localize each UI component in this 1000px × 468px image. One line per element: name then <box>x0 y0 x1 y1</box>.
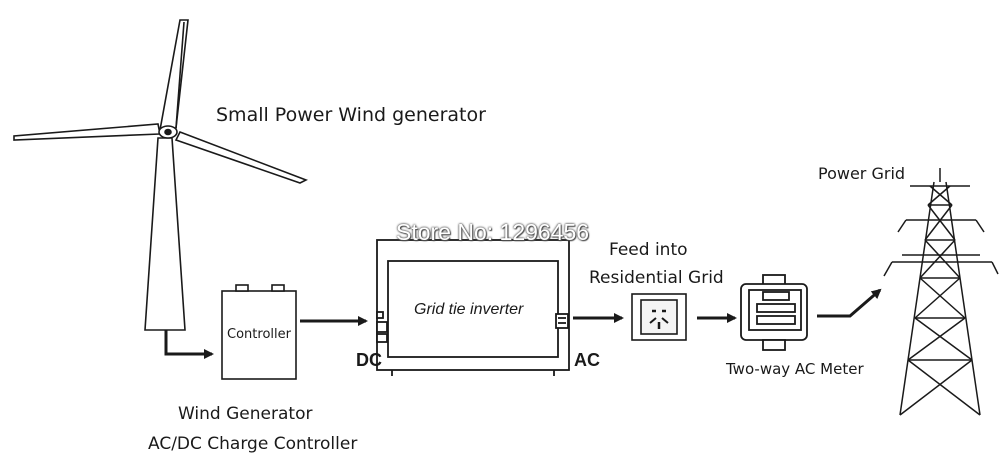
wind-generator-caption-line1: Wind Generator <box>178 404 313 424</box>
store-watermark: Store No: 1296456 <box>396 219 590 245</box>
arrow-meter-to-grid <box>817 288 882 318</box>
socket-caption-line2: Residential Grid <box>589 268 724 288</box>
controller-label: Controller <box>227 327 291 342</box>
arrow-turbine-to-controller <box>164 330 214 359</box>
ac-label: AC <box>574 350 600 370</box>
wind-turbine-icon <box>13 19 308 331</box>
inverter-icon <box>376 239 570 376</box>
inverter-label: Grid tie inverter <box>414 301 524 318</box>
wind-generator-title: Small Power Wind generator <box>216 104 486 126</box>
meter-caption: Two-way AC Meter <box>726 360 864 378</box>
power-grid-caption: Power Grid <box>818 164 906 183</box>
wall-socket-icon <box>631 293 687 341</box>
wind-generator-caption-line2: AC/DC Charge Controller <box>148 434 358 454</box>
electric-meter-icon <box>740 274 808 351</box>
controller-box-icon <box>221 284 297 380</box>
transmission-tower-icon <box>883 168 999 416</box>
dc-label: DC <box>356 350 382 370</box>
socket-caption-line1: Feed into <box>609 240 688 260</box>
